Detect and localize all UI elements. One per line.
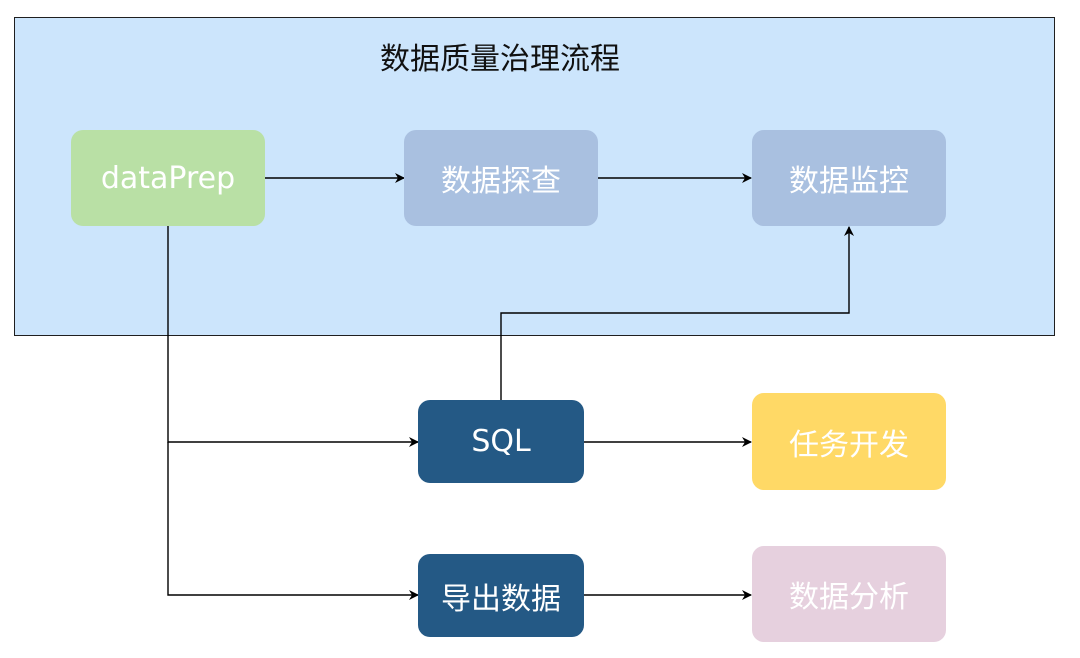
node-data-monitoring: 数据监控: [752, 130, 946, 226]
node-dataprep: dataPrep: [71, 130, 265, 226]
node-export-data: 导出数据: [418, 554, 584, 637]
node-task-development: 任务开发: [752, 393, 946, 490]
node-data-analysis: 数据分析: [752, 546, 946, 642]
edge-dataprep-to-sql: [167, 226, 419, 447]
diagram-title: 数据质量治理流程: [380, 42, 620, 77]
node-sql: SQL: [418, 400, 584, 483]
edge-dataprep-to-export: [167, 442, 419, 600]
node-data-exploration: 数据探查: [404, 130, 598, 226]
edge-sql-to-monitor: [500, 226, 854, 400]
